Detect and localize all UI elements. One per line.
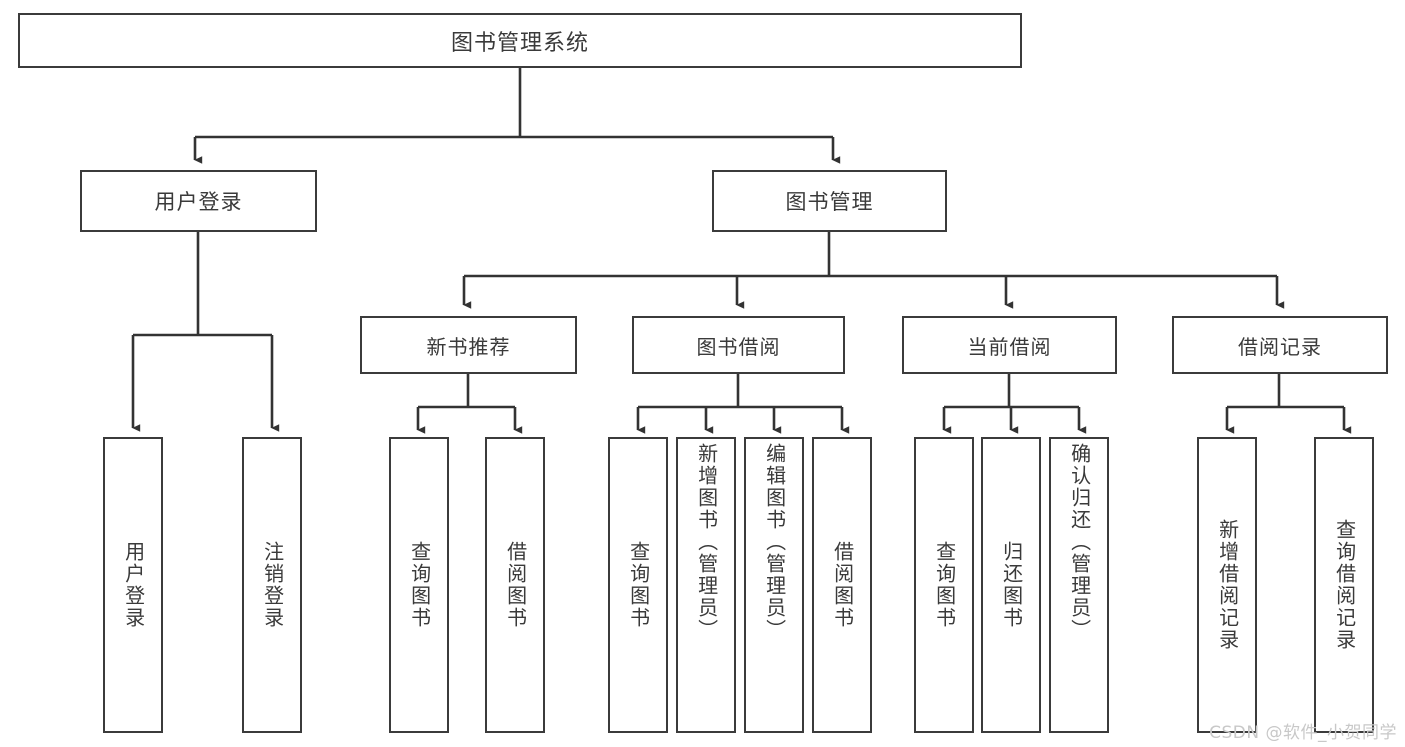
node-label: 图书管理系统: [450, 30, 589, 56]
leaf-current-return-book[interactable]: 归还图书: [981, 437, 1041, 733]
node-label: 新增借阅记录: [1215, 519, 1240, 651]
leaf-recommend-query-book[interactable]: 查询图书: [389, 437, 449, 733]
node-label: 新增图书（管理员）: [694, 443, 719, 641]
node-label: 借阅图书: [503, 541, 528, 629]
node-label: 新书推荐: [426, 334, 511, 359]
node-book-management[interactable]: 图书管理: [712, 170, 947, 232]
node-book-borrow[interactable]: 图书借阅: [632, 316, 845, 374]
node-label: 图书借阅: [696, 334, 781, 359]
node-user-login[interactable]: 用户登录: [80, 170, 317, 232]
leaf-borrow-query-book[interactable]: 查询图书: [608, 437, 668, 733]
leaf-current-confirm-return-admin[interactable]: 确认归还（管理员）: [1049, 437, 1109, 733]
node-label: 查询图书: [626, 541, 651, 629]
node-borrow-record[interactable]: 借阅记录: [1172, 316, 1388, 374]
node-label: 编辑图书（管理员）: [762, 443, 787, 641]
node-label: 借阅图书: [830, 541, 855, 629]
node-current-borrow[interactable]: 当前借阅: [902, 316, 1117, 374]
leaf-record-query-record[interactable]: 查询借阅记录: [1314, 437, 1374, 733]
leaf-recommend-borrow-book[interactable]: 借阅图书: [485, 437, 545, 733]
leaf-user-login-logout[interactable]: 注销登录: [242, 437, 302, 733]
node-label: 借阅记录: [1238, 334, 1322, 359]
node-label: 确认归还（管理员）: [1067, 443, 1092, 641]
leaf-user-login-login[interactable]: 用户登录: [103, 437, 163, 733]
leaf-borrow-borrow-book[interactable]: 借阅图书: [812, 437, 872, 733]
node-new-book-recommend[interactable]: 新书推荐: [360, 316, 577, 374]
node-label: 用户登录: [121, 541, 146, 629]
node-root-system[interactable]: 图书管理系统: [18, 13, 1022, 68]
leaf-borrow-edit-book-admin[interactable]: 编辑图书（管理员）: [744, 437, 804, 733]
node-label: 查询图书: [407, 541, 432, 629]
leaf-record-add-record[interactable]: 新增借阅记录: [1197, 437, 1257, 733]
node-label: 注销登录: [260, 541, 285, 629]
leaf-borrow-add-book-admin[interactable]: 新增图书（管理员）: [676, 437, 736, 733]
node-label: 用户登录: [154, 190, 243, 214]
node-label: 图书管理: [785, 190, 874, 214]
csdn-watermark: CSDN @软件_小贺同学: [1209, 723, 1397, 743]
node-label: 查询借阅记录: [1332, 519, 1357, 651]
node-label: 归还图书: [999, 541, 1024, 629]
node-label: 当前借阅: [967, 334, 1052, 359]
leaf-current-query-book[interactable]: 查询图书: [914, 437, 974, 733]
node-label: 查询图书: [932, 541, 957, 629]
